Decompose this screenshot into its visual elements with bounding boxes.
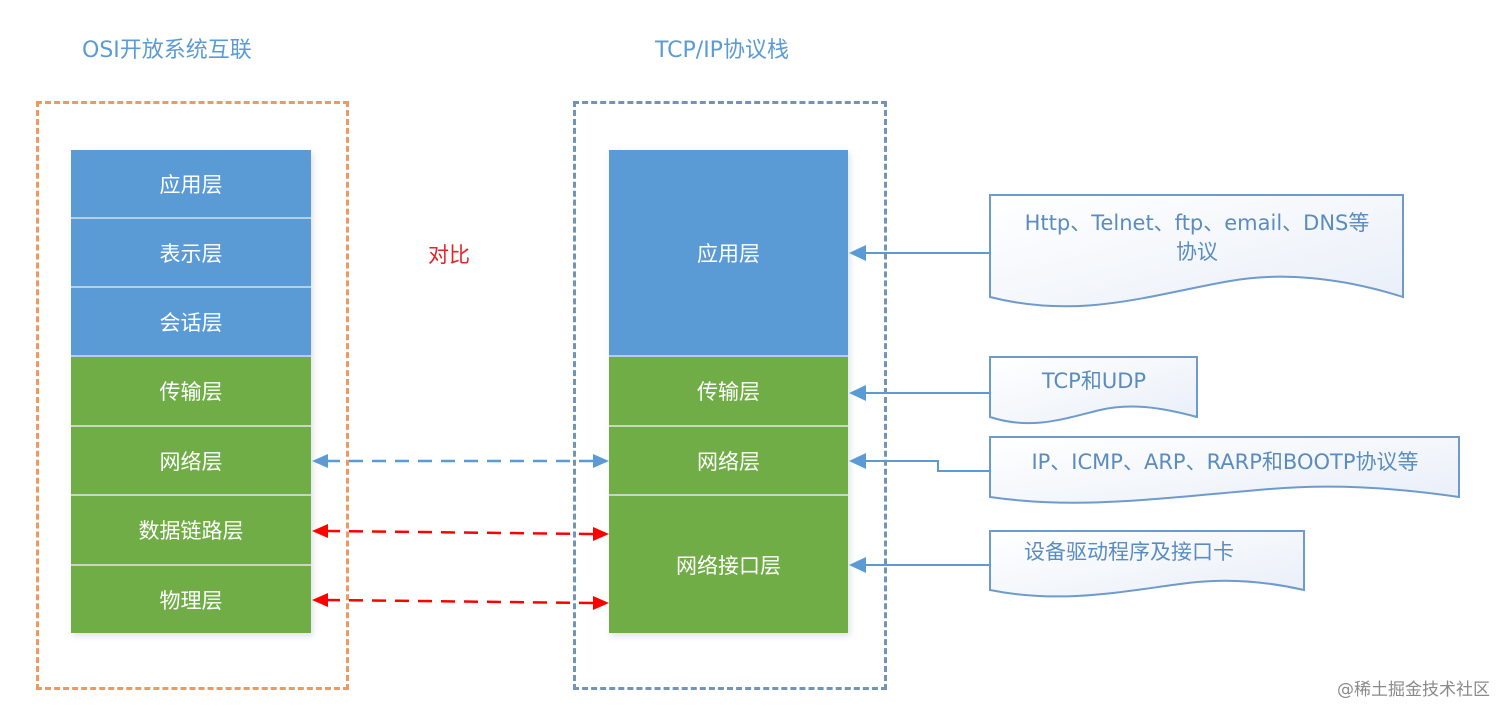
mapping-arrow-datalink [312,524,609,541]
osi-frame [36,101,349,690]
tcpip-title: TCP/IP协议栈 [655,38,789,63]
note-shape-transport [989,356,1198,425]
tcpip-layer-network: 网络层 [609,427,848,496]
mapping-arrow-physical [312,593,609,610]
tcpip-frame [573,101,887,690]
arrowhead-left-icon [312,524,328,538]
note-shape-network [989,436,1460,504]
compare-label: 对比 [428,243,470,267]
arrowhead-right-icon [593,596,609,610]
arrowhead-left-icon [849,453,866,469]
osi-layer-datalink: 数据链路层 [71,496,311,566]
osi-layer-transport: 传输层 [71,357,311,427]
osi-layer-presentation: 表示层 [71,219,311,288]
note-shape-link [989,530,1305,598]
note-shape-application [989,194,1404,308]
arrowhead-right-icon [593,454,609,468]
arrowhead-right-icon [593,527,609,541]
osi-stack: 应用层 表示层 会话层 传输层 网络层 数据链路层 物理层 [71,150,311,633]
tcpip-layer-network-interface: 网络接口层 [609,496,848,633]
arrowhead-left-icon [849,557,866,573]
note-network: IP、ICMP、ARP、RARP和BOOTP协议等 [1031,450,1419,474]
arrowhead-left-icon [849,385,866,401]
arrowhead-left-icon [312,454,328,468]
connector-network [866,460,990,472]
osi-layer-session: 会话层 [71,288,311,357]
note-link: 设备驱动程序及接口卡 [1024,540,1234,564]
watermark: @稀土掘金技术社区 [1337,680,1490,700]
osi-layer-network: 网络层 [71,427,311,496]
arrowhead-left-icon [849,245,866,261]
note-application-line2: 协议 [1176,240,1218,264]
osi-layer-physical: 物理层 [71,566,311,633]
mapping-arrow-network [312,454,609,468]
tcpip-layer-transport: 传输层 [609,357,848,427]
tcpip-stack: 应用层 传输层 网络层 网络接口层 [609,150,848,633]
osi-title: OSI开放系统互联 [82,38,252,63]
osi-layer-application: 应用层 [71,150,311,219]
arrowhead-left-icon [312,593,328,607]
note-application: Http、Telnet、ftp、email、DNS等 协议 [994,209,1400,267]
note-transport: TCP和UDP [1041,369,1147,393]
tcpip-layer-application: 应用层 [609,150,848,357]
note-application-line1: Http、Telnet、ftp、email、DNS等 [1024,211,1370,235]
